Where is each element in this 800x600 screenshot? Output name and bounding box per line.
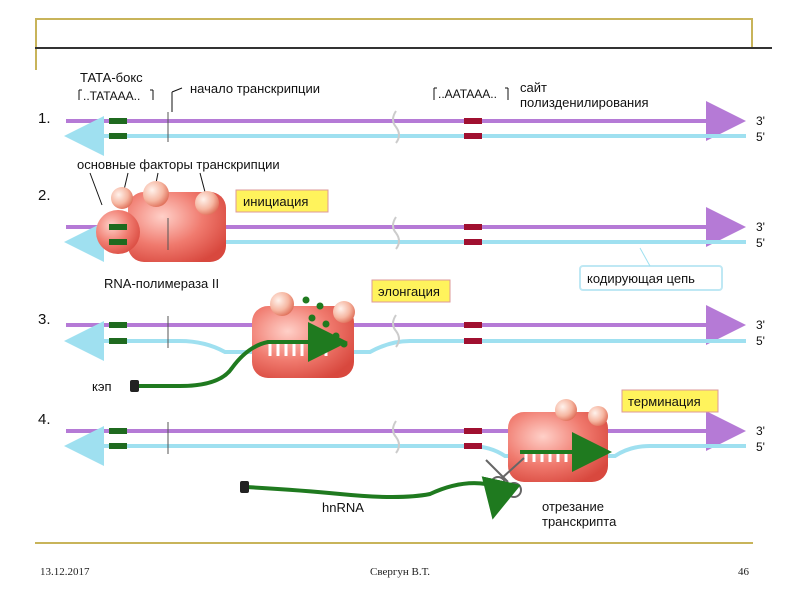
step1-three-prime: 3' (756, 114, 765, 128)
frame-left-border (35, 18, 37, 70)
cleavage-label-1: отрезание (542, 499, 604, 514)
step4-polymerase-complex (508, 399, 608, 482)
initiation-stage-label: инициация (243, 194, 308, 209)
elongation-stage-box (371, 279, 451, 303)
step4-five-prime: 5' (756, 440, 765, 454)
step-2-number: 2. (38, 187, 51, 204)
step4-tata-mark-bottom (109, 443, 127, 449)
step3-factor-ball-1 (270, 292, 294, 316)
bottom-rule (35, 542, 753, 544)
step2-tata-mark-bottom (109, 239, 127, 245)
step4-tata-mark-top (109, 428, 127, 434)
tata-box-label: ТАТА-бокс (80, 70, 143, 85)
title-rule (35, 47, 772, 49)
step1-site-mark-bottom (464, 133, 482, 139)
step-4-number: 4. (38, 411, 51, 428)
frame-right-border (751, 18, 753, 48)
step2-site-mark-bottom (464, 239, 482, 245)
step4-break-mark (392, 420, 400, 454)
step1-five-prime: 5' (756, 130, 765, 144)
step2-polymerase-complex (96, 181, 226, 262)
factor-pointer-2 (123, 172, 129, 191)
step1-tata-mark-top (109, 118, 127, 124)
coding-strand-label-box (579, 265, 723, 291)
coding-strand-pointer (639, 247, 651, 267)
step4-three-prime: 3' (756, 424, 765, 438)
footer-page-number: 46 (738, 566, 749, 578)
step3-polymerase-complex (252, 292, 355, 378)
frame-top-border (35, 18, 753, 20)
factor-pointer-4 (199, 172, 206, 193)
step3-three-prime: 3' (756, 318, 765, 332)
rna-polymerase-label: RNA-полимераза II (104, 276, 219, 291)
step3-five-prime: 5' (756, 334, 765, 348)
step1-site-mark-top (464, 118, 482, 124)
step4-site-mark-bottom (464, 443, 482, 449)
step3-break-mark (392, 314, 400, 348)
factor-pointer-1 (89, 172, 103, 206)
step2-polymerase-lobe (96, 210, 140, 254)
step-3-number: 3. (38, 311, 51, 328)
aataaa-sequence-label: ..AATAAA.. (438, 87, 497, 101)
step3-factor-ball-2 (333, 301, 355, 323)
aataaa-bracket (433, 87, 509, 100)
cap-label: кэп (92, 379, 112, 394)
step2-factor-ball-3 (195, 191, 219, 215)
step3-rna-transcript (136, 322, 348, 388)
step-1-number: 1. (38, 110, 51, 127)
step3-bottom-strand (72, 341, 746, 352)
step4-bottom-strand (72, 446, 746, 456)
tata-bracket (78, 89, 154, 100)
step2-three-prime: 3' (756, 220, 765, 234)
step4-factor-ball-2 (588, 406, 608, 426)
initiation-stage-box (235, 189, 329, 213)
coding-strand-label: кодирующая цепь (587, 271, 695, 286)
polyadenylation-site-label-1: сайт (520, 80, 547, 95)
cleavage-label-2: транскрипта (542, 514, 617, 529)
step2-tata-mark-top (109, 224, 127, 230)
tata-sequence-label: ..TATAAA.. (83, 89, 140, 103)
step2-five-prime: 5' (756, 236, 765, 250)
hnrna-label: hnRNA (322, 500, 364, 515)
elongation-stage-label: элонгация (378, 284, 440, 299)
step3-tata-mark-top (109, 322, 127, 328)
step3-tata-mark-bottom (109, 338, 127, 344)
step2-factor-ball-2 (143, 181, 169, 207)
step4-hnrna-transcript (245, 476, 521, 520)
step3-site-mark-top (464, 322, 482, 328)
footer-author: Свергун В.Т. (370, 566, 430, 578)
footer-date: 13.12.2017 (40, 566, 90, 578)
termination-stage-box (621, 389, 719, 413)
step2-factor-ball-1 (111, 187, 133, 209)
step3-site-mark-bottom (464, 338, 482, 344)
start-pointer-tick (171, 87, 183, 93)
step3-cap-mark (130, 380, 139, 392)
step4-cap-mark (240, 481, 249, 493)
termination-stage-label: терминация (628, 394, 701, 409)
step2-break-mark (392, 216, 400, 250)
step4-site-mark-top (464, 428, 482, 434)
step1-break-mark (392, 110, 400, 144)
transcription-start-label: начало транскрипции (190, 81, 320, 96)
step1-tata-mark-bottom (109, 133, 127, 139)
polyadenylation-site-label-2: полизденилирования (520, 95, 649, 110)
step2-site-mark-top (464, 224, 482, 230)
basal-factors-label: основные факторы транскрипции (77, 157, 280, 172)
step4-factor-ball-1 (555, 399, 577, 421)
